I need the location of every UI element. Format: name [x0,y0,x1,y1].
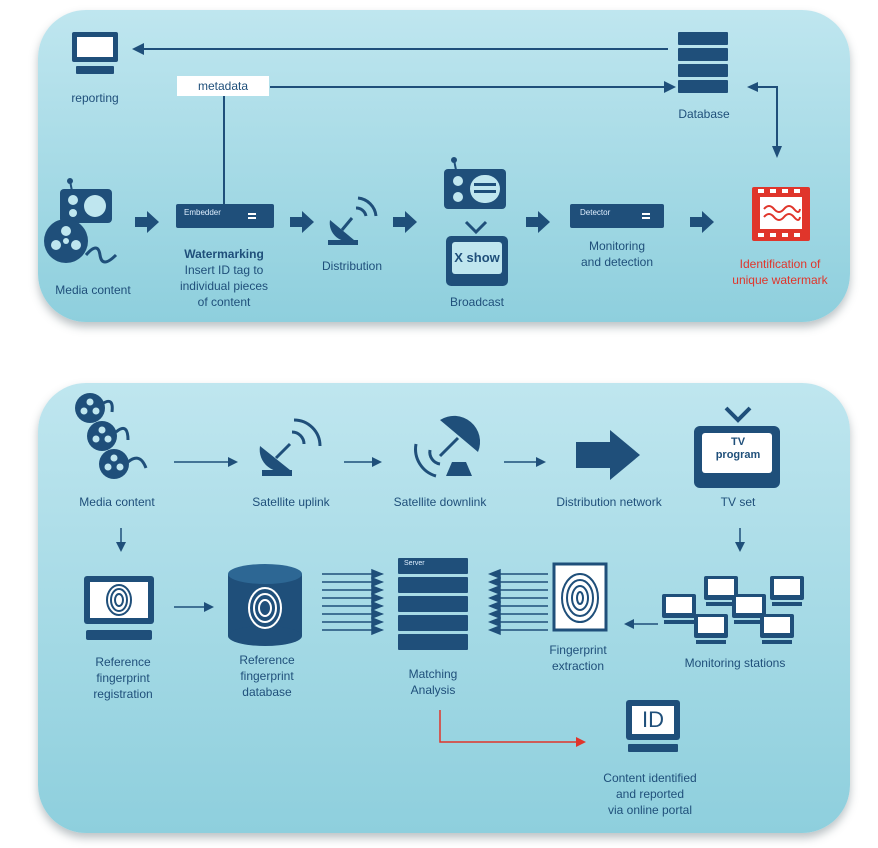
server-text: Server [404,560,425,567]
arrow-broadcast-to-detector [526,211,550,233]
media-content-label: Media content [55,283,131,297]
arrow-media-to-uplink [174,457,238,467]
arrow-db-identification [747,82,782,158]
fingerprint-extraction-icon [552,562,608,632]
ref-database-label: Reference fingerprint database [239,653,295,699]
database-label: Database [678,107,730,121]
distribution-label: Distribution [321,259,383,273]
fingerprint-extraction-label: Fingerprint extraction [549,643,607,673]
distribution-network-arrow-icon [576,430,640,480]
arrow-media-to-embedder [135,211,159,233]
content-identified-label: Content identified and reported via onli… [603,771,697,817]
film-reels-icon [75,393,148,479]
embedder-text: Embedder [184,208,221,217]
arrow-metadata-to-db [270,81,676,93]
media-content-icon [44,178,118,264]
reporting-label: reporting [71,91,119,105]
arrow-embedder-to-distribution [290,211,314,233]
watermark-film-icon [752,187,810,241]
arrow-stations-to-extraction [624,619,658,629]
metadata-box: metadata [177,76,269,96]
watermarking-description: Insert ID tag to individual pieces of co… [179,263,269,309]
arrows-extraction-to-matching [487,568,548,636]
monitoring-label: Monitoring and detection [580,239,654,269]
watermarking-panel [38,10,850,322]
broadcast-radio-icon [444,157,506,209]
id-text: ID [642,707,664,732]
arrow-distribution-to-broadcast [393,211,417,233]
arrow-uplink-to-downlink [344,457,382,467]
arrow-db-to-reporting [132,43,668,55]
fingerprint-database-icon [228,564,302,646]
reporting-monitor-icon [72,32,118,74]
watermarking-title: Watermarking [184,247,264,261]
tv-screen-text: X show [454,250,500,265]
arrow-media-down [116,528,126,552]
arrow-detector-to-identification [690,211,714,233]
database-server-icon [678,32,728,93]
satellite-dish-icon [328,196,378,245]
tv-program-text: TV program [715,436,761,461]
tv-set-label: TV set [720,495,756,509]
satellite-uplink-icon [259,418,322,476]
distribution-network-label: Distribution network [556,495,662,509]
arrow-tv-down [735,528,745,552]
broadcast-tv-icon [446,220,508,286]
monitoring-stations-label: Monitoring stations [684,656,786,670]
id-monitor-icon [626,700,680,752]
embedder-device-icon [176,204,274,228]
satellite-uplink-label: Satellite uplink [252,495,330,509]
broadcast-label: Broadcast [449,295,505,309]
arrow-registration-to-database [174,602,214,612]
matching-label: Matching Analysis [408,667,458,697]
media-content-label-2: Media content [79,495,155,509]
identification-label: Identification of unique watermark [732,257,828,287]
arrows-database-to-matching [322,568,385,636]
ref-registration-label: Reference fingerprint registration [93,655,153,701]
satellite-downlink-label: Satellite downlink [393,495,487,509]
matching-server-icon [398,558,468,650]
tv-set-icon [694,406,780,488]
arrow-downlink-to-network [504,457,546,467]
satellite-downlink-icon [414,415,481,478]
metadata-connector-line [223,96,225,206]
detector-text: Detector [580,208,611,217]
fingerprint-monitor-icon [84,576,154,640]
arrow-matching-to-identified [439,710,586,747]
monitoring-stations-icon [662,576,804,644]
detector-device-icon [570,204,664,228]
